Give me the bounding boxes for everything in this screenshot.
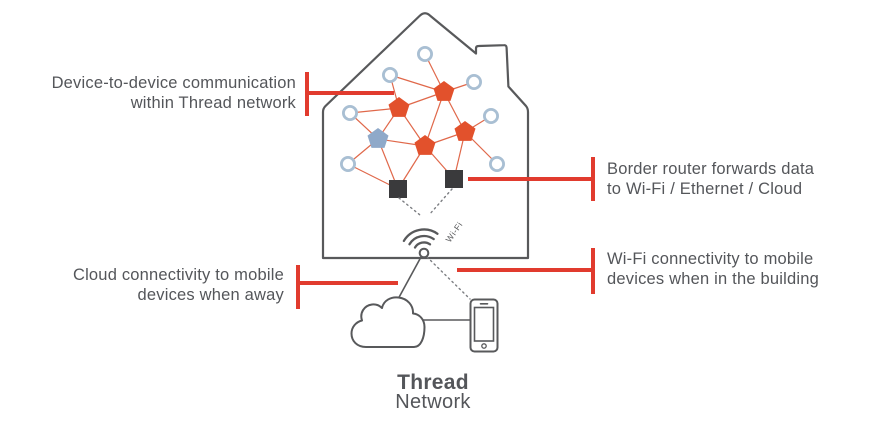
callout-border-router-bar — [591, 157, 595, 201]
diagram-title: Thread Network — [333, 371, 533, 413]
diagram-title-line1: Thread — [397, 371, 469, 394]
callout-cloud-connectivity: Cloud connectivity to mobile devices whe… — [73, 266, 284, 305]
border-router-node — [445, 170, 463, 188]
callout-cloud-connectivity-line1: Cloud connectivity to mobile — [72, 266, 284, 284]
callout-cloud-connectivity-line2: devices when away — [137, 285, 284, 304]
end-device-node — [465, 74, 482, 91]
mesh-link — [424, 91, 445, 147]
callout-border-router-line1: Border router forwards data — [607, 160, 815, 178]
router-node — [454, 121, 476, 141]
cloud-icon — [350, 296, 426, 348]
end-device-node — [339, 155, 356, 172]
callout-wifi-connectivity-bar — [591, 248, 595, 294]
callout-border-router-line2: to Wi-Fi / Ethernet / Cloud — [607, 179, 803, 198]
callout-cloud-connectivity-line — [298, 281, 398, 285]
callout-wifi-connectivity-line2: devices when in the building — [607, 269, 819, 288]
border-router-to-wifi-dashed-line — [398, 197, 421, 216]
callout-wifi-connectivity-line — [457, 268, 593, 272]
router-node — [433, 81, 455, 101]
diagram-title-line2: Network — [395, 391, 471, 413]
wifi-to-phone-dashed-line — [426, 256, 471, 300]
smartphone-icon — [469, 298, 499, 353]
callout-wifi-connectivity-line1: Wi-Fi connectivity to mobile — [607, 250, 814, 268]
border-router-node — [389, 180, 407, 198]
leader-node — [367, 128, 389, 148]
callout-border-router: Border router forwards data to Wi-Fi / E… — [607, 160, 814, 199]
end-device-node — [482, 108, 499, 125]
callout-wifi-connectivity: Wi-Fi connectivity to mobile devices whe… — [607, 250, 819, 289]
end-device-node — [416, 46, 433, 63]
end-device-node — [488, 155, 505, 172]
callout-border-router-line — [468, 177, 593, 181]
callout-cloud-connectivity-bar — [296, 265, 300, 309]
callout-device-to-device-line2: within Thread network — [130, 93, 296, 112]
callout-device-to-device-line — [307, 91, 394, 95]
end-device-node — [381, 67, 398, 84]
callout-device-to-device: Device-to-device communication within Th… — [52, 74, 296, 113]
mesh-nodes — [339, 46, 505, 198]
border-router-to-wifi-dashed-line — [428, 188, 453, 216]
router-node — [414, 135, 436, 155]
end-device-node — [341, 105, 358, 122]
router-node — [388, 97, 410, 117]
callout-device-to-device-line1: Device-to-device communication — [51, 74, 296, 92]
wifi-to-cloud-line — [396, 256, 422, 302]
